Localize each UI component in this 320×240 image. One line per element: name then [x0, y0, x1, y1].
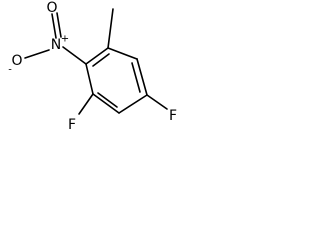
fluorine-left-label: F — [68, 117, 76, 133]
ring-double-bond-c1-c2 — [92, 53, 110, 67]
ring-bond-c5-c6 — [92, 93, 120, 114]
oxygen-top-label: O — [46, 0, 57, 16]
ring-double-bond-c3-c4 — [131, 62, 141, 93]
ring-bond-c4-c5 — [118, 94, 148, 114]
n-o-single-bond — [24, 49, 50, 59]
oxygen-bottom-charge: - — [8, 65, 12, 76]
nitrogen-charge: + — [61, 34, 69, 45]
n-o-double-bond-a — [51, 13, 57, 39]
methyl-bond — [107, 8, 114, 49]
c-n-bond — [62, 46, 87, 65]
ring-bond-c2-c3 — [107, 47, 138, 60]
oxygen-bottom-label: O — [11, 53, 22, 69]
c-f-left-bond — [78, 93, 94, 115]
ring-bond-c1-c2 — [85, 47, 109, 65]
n-o-double-bond-b — [56, 12, 62, 38]
benzene-ring — [85, 47, 148, 114]
nitrogen-label: N — [51, 37, 61, 53]
fluorine-right-label: F — [169, 108, 177, 124]
chemical-structure: N + O O - F F — [8, 0, 177, 133]
ring-bond-c6-c1 — [85, 63, 94, 95]
c-f-right-bond — [146, 94, 168, 110]
ring-bond-c3-c4 — [136, 58, 148, 96]
ring-double-bond-c5-c6 — [97, 92, 118, 108]
